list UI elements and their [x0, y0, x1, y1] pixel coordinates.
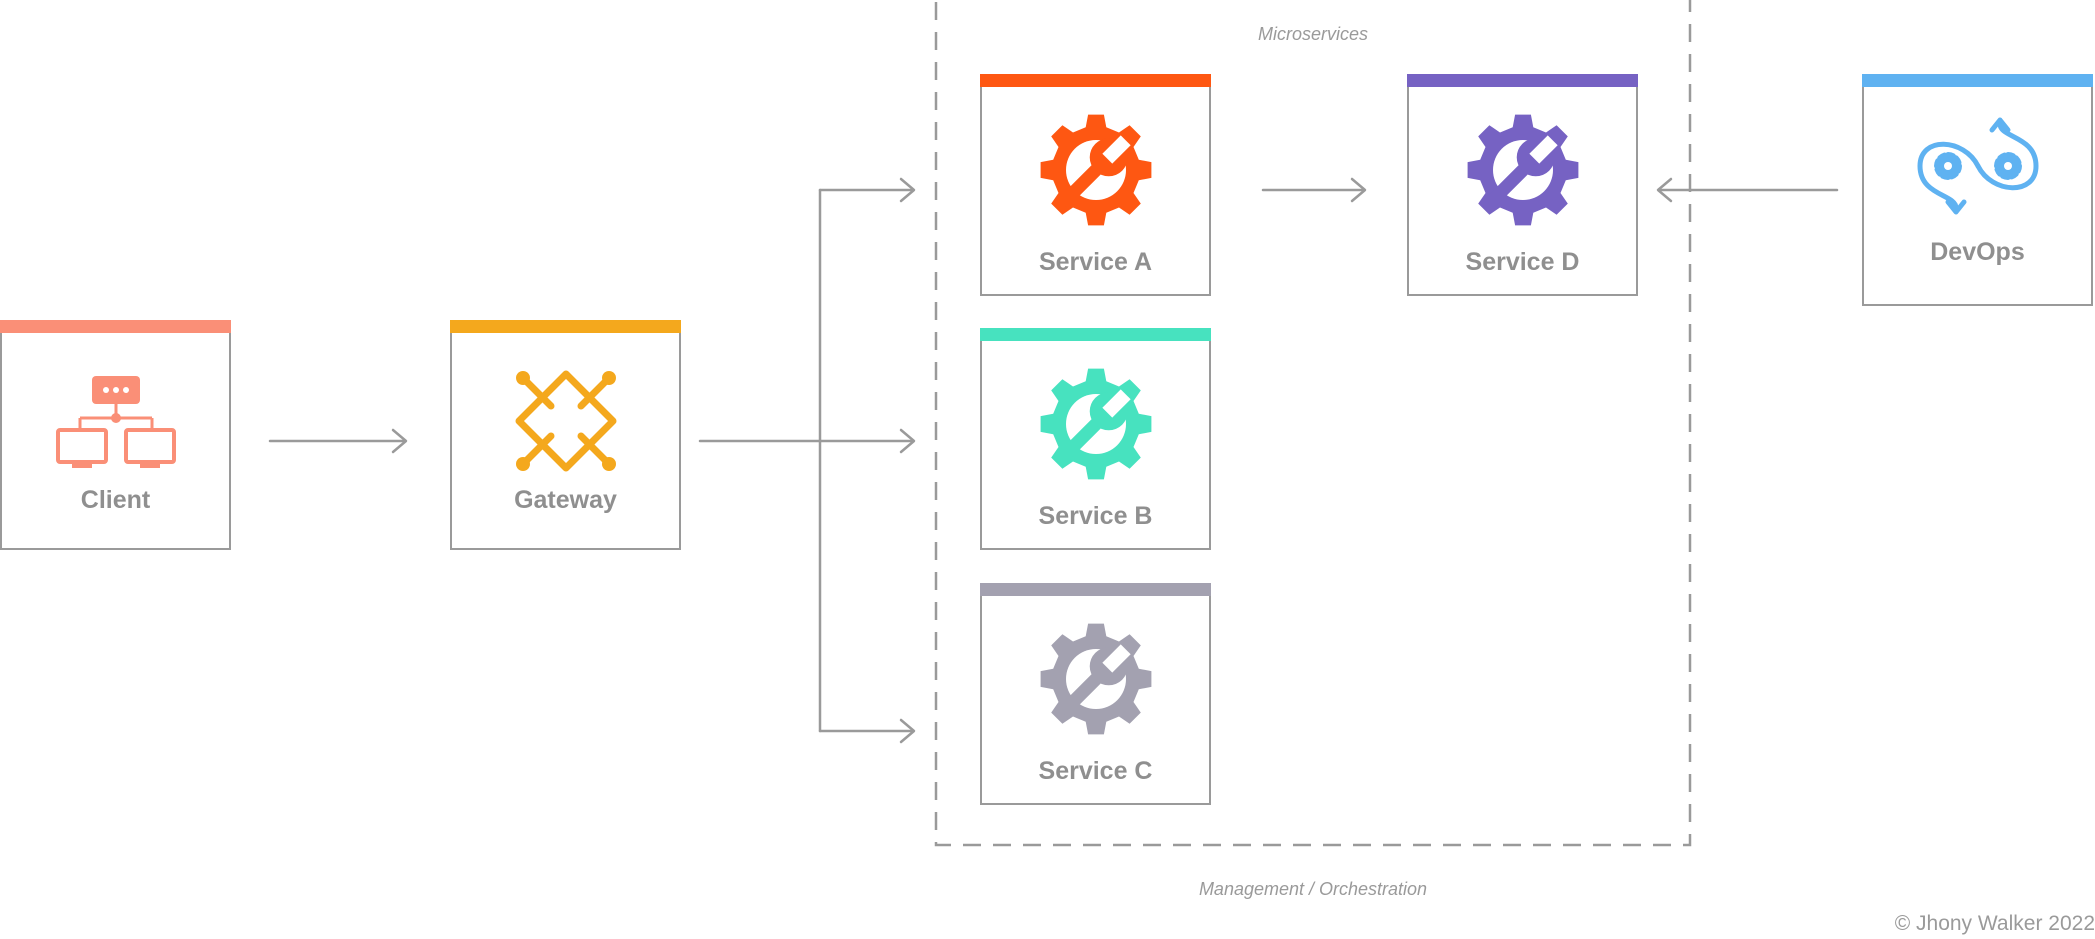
node-label-gateway: Gateway	[514, 486, 617, 514]
node-header-bar	[0, 320, 231, 333]
node-label-service-c: Service C	[1038, 757, 1153, 785]
edge-client-to-gateway	[268, 428, 408, 454]
node-service-a[interactable]: Service A	[980, 74, 1211, 296]
edge-devops-to-service-d	[1656, 177, 1839, 203]
node-label-devops: DevOps	[1930, 238, 2025, 266]
gear-wrench-icon	[1040, 368, 1151, 480]
node-header-bar	[1862, 74, 2093, 87]
node-label-service-d: Service D	[1465, 248, 1580, 276]
network-computers-icon	[55, 376, 176, 468]
node-client[interactable]: Client	[0, 320, 231, 550]
node-service-d[interactable]: Service D	[1407, 74, 1638, 296]
gear-wrench-icon	[1040, 114, 1151, 226]
edge-gateway-to-services	[698, 177, 916, 744]
gear-wrench-icon	[1040, 623, 1151, 735]
edge-service-a-to-service-d	[1261, 177, 1367, 203]
group-label-management: Management / Orchestration	[1198, 879, 1428, 899]
microservices-group-boundary	[934, 0, 1692, 847]
node-header-bar	[980, 583, 1211, 596]
node-label-service-b: Service B	[1038, 502, 1153, 530]
node-devops[interactable]: DevOps	[1862, 74, 2093, 306]
gateway-icon	[515, 370, 616, 472]
node-service-c[interactable]: Service C	[980, 583, 1211, 805]
node-label-client: Client	[80, 486, 151, 514]
node-header-bar	[980, 328, 1211, 341]
node-header-bar	[980, 74, 1211, 87]
node-header-bar	[450, 320, 681, 333]
node-label-service-a: Service A	[1038, 248, 1153, 276]
node-service-b[interactable]: Service B	[980, 328, 1211, 550]
node-gateway[interactable]: Gateway	[450, 320, 681, 550]
gear-wrench-icon	[1467, 114, 1578, 226]
copyright-text: © Jhony Walker 2022	[1894, 912, 2095, 935]
devops-gears-icon	[1917, 117, 2038, 215]
group-label-microservices: Microservices	[1257, 24, 1368, 44]
node-header-bar	[1407, 74, 1638, 87]
